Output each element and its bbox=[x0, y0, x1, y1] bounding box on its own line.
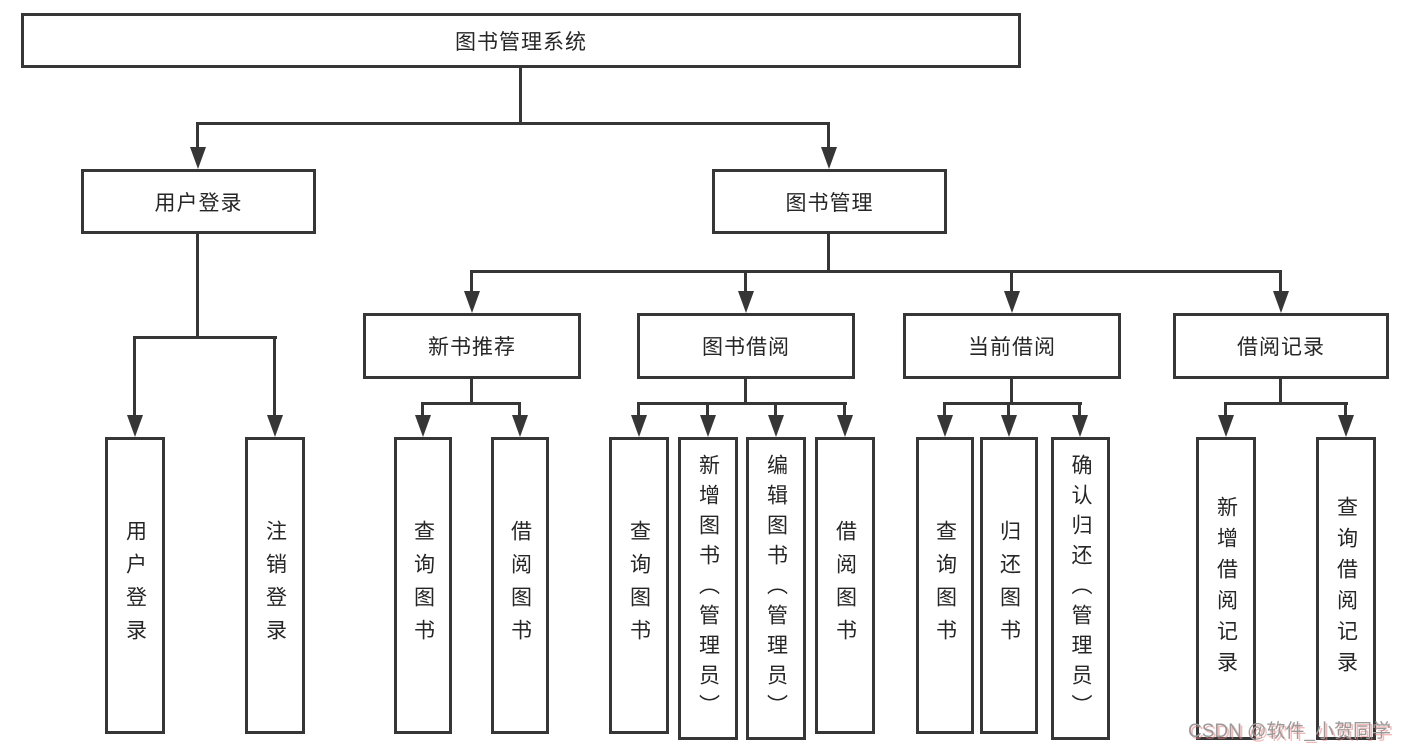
arrow-to-newrec-borrow bbox=[512, 415, 528, 437]
connector-drop-borrow-query bbox=[637, 402, 640, 417]
connector-book-borrow-bar bbox=[637, 402, 847, 405]
leaf-newrec-query-books: 查询图书 bbox=[394, 437, 452, 734]
connector-drop-borrow-borrow bbox=[843, 402, 846, 417]
connector-drop-leaf-logout bbox=[273, 336, 276, 417]
arrow-to-leaf-logout bbox=[267, 415, 283, 437]
leaf-borrow-edit-books-admin-label: 编辑图书（管理员） bbox=[764, 453, 788, 724]
arrow-to-current-return bbox=[1001, 415, 1017, 437]
leaf-records-add-record-label: 新增借阅记录 bbox=[1214, 495, 1238, 682]
node-current-borrow: 当前借阅 bbox=[903, 313, 1121, 379]
connector-drop-book-borrow bbox=[744, 270, 747, 293]
arrow-to-book-management bbox=[821, 147, 837, 169]
leaf-current-return-books: 归还图书 bbox=[980, 437, 1038, 734]
connector-borrow-records-bar bbox=[1224, 402, 1348, 405]
arrow-to-book-borrow bbox=[738, 291, 754, 313]
connector-root-stem bbox=[519, 68, 522, 125]
node-book-borrow-label: 图书借阅 bbox=[702, 336, 790, 359]
node-book-management: 图书管理 bbox=[712, 169, 947, 234]
arrow-to-borrow-records bbox=[1273, 291, 1289, 313]
csdn-watermark: CSDN @软件_小贺同学 bbox=[1188, 721, 1391, 742]
connector-drop-current-query bbox=[943, 402, 946, 417]
leaf-current-query-books: 查询图书 bbox=[916, 437, 974, 734]
leaf-borrow-edit-books-admin: 编辑图书（管理员） bbox=[746, 437, 806, 740]
leaf-records-query-record: 查询借阅记录 bbox=[1316, 437, 1376, 740]
node-book-management-label: 图书管理 bbox=[785, 191, 874, 215]
leaf-newrec-query-books-label: 查询图书 bbox=[411, 519, 435, 652]
arrow-to-records-query bbox=[1338, 415, 1354, 437]
connector-book-management-stem bbox=[827, 234, 830, 272]
leaf-records-query-record-label: 查询借阅记录 bbox=[1334, 495, 1358, 682]
connector-drop-records-query bbox=[1344, 402, 1347, 417]
connector-borrow-records-stem bbox=[1279, 379, 1282, 404]
connector-drop-newrec-borrow bbox=[518, 402, 521, 417]
connector-user-login-bar bbox=[134, 336, 277, 339]
node-user-login-label: 用户登录 bbox=[154, 191, 243, 215]
arrow-to-leaf-user-login bbox=[127, 415, 143, 437]
leaf-borrow-add-books-admin-label: 新增图书（管理员） bbox=[696, 453, 720, 724]
leaf-borrow-add-books-admin: 新增图书（管理员） bbox=[678, 437, 738, 740]
leaf-records-add-record: 新增借阅记录 bbox=[1196, 437, 1256, 740]
leaf-borrow-query-books: 查询图书 bbox=[609, 437, 669, 734]
leaf-current-return-books-label: 归还图书 bbox=[997, 519, 1021, 652]
arrow-to-user-login bbox=[190, 147, 206, 169]
node-book-borrow: 图书借阅 bbox=[637, 313, 855, 379]
leaf-borrow-borrow-books: 借阅图书 bbox=[815, 437, 875, 734]
leaf-logout-label: 注销登录 bbox=[263, 519, 287, 652]
leaf-borrow-query-books-label: 查询图书 bbox=[627, 519, 651, 652]
leaf-user-login: 用户登录 bbox=[105, 437, 165, 734]
arrow-to-current-borrow bbox=[1004, 291, 1020, 313]
connector-drop-current-borrow bbox=[1010, 270, 1013, 293]
connector-root-bar bbox=[196, 122, 830, 125]
node-root: 图书管理系统 bbox=[21, 13, 1021, 68]
leaf-newrec-borrow-books: 借阅图书 bbox=[491, 437, 549, 734]
connector-new-book-stem bbox=[470, 379, 473, 404]
connector-user-login-stem bbox=[196, 234, 199, 338]
connector-drop-borrow-add bbox=[706, 402, 709, 417]
arrow-to-borrow-query bbox=[631, 415, 647, 437]
connector-drop-current-return bbox=[1007, 402, 1010, 417]
connector-drop-borrow-records bbox=[1279, 270, 1282, 293]
node-new-book-recommend: 新书推荐 bbox=[363, 313, 581, 379]
arrow-to-new-book bbox=[464, 291, 480, 313]
leaf-current-confirm-return-admin-label: 确认归还（管理员） bbox=[1069, 453, 1092, 724]
arrow-to-borrow-edit bbox=[768, 415, 784, 437]
connector-drop-borrow-edit bbox=[774, 402, 777, 417]
connector-book-management-bar bbox=[470, 270, 1281, 273]
leaf-user-login-label: 用户登录 bbox=[123, 519, 147, 652]
connector-drop-newrec-query bbox=[421, 402, 424, 417]
connector-drop-current-confirm bbox=[1078, 402, 1081, 417]
arrow-to-borrow-borrow bbox=[837, 415, 853, 437]
node-borrow-records: 借阅记录 bbox=[1173, 313, 1389, 379]
node-borrow-records-label: 借阅记录 bbox=[1237, 336, 1325, 359]
leaf-logout: 注销登录 bbox=[245, 437, 305, 734]
arrow-to-borrow-add bbox=[700, 415, 716, 437]
connector-drop-leaf-user-login bbox=[133, 336, 136, 417]
leaf-borrow-borrow-books-label: 借阅图书 bbox=[833, 519, 857, 652]
connector-book-borrow-stem bbox=[744, 379, 747, 404]
connector-drop-book-management bbox=[827, 122, 830, 149]
connector-new-book-bar bbox=[421, 402, 521, 405]
arrow-to-newrec-query bbox=[415, 415, 431, 437]
node-current-borrow-label: 当前借阅 bbox=[968, 336, 1056, 359]
node-root-label: 图书管理系统 bbox=[455, 30, 587, 54]
leaf-current-confirm-return-admin: 确认归还（管理员） bbox=[1051, 437, 1110, 740]
node-user-login: 用户登录 bbox=[81, 169, 316, 234]
connector-drop-user-login bbox=[196, 122, 199, 149]
arrow-to-current-query bbox=[937, 415, 953, 437]
connector-drop-records-add bbox=[1224, 402, 1227, 417]
leaf-current-query-books-label: 查询图书 bbox=[933, 519, 957, 652]
arrow-to-records-add bbox=[1218, 415, 1234, 437]
arrow-to-current-confirm bbox=[1072, 415, 1088, 437]
connector-drop-new-book bbox=[470, 270, 473, 293]
connector-current-borrow-stem bbox=[1010, 379, 1013, 404]
node-new-book-recommend-label: 新书推荐 bbox=[428, 336, 516, 359]
leaf-newrec-borrow-books-label: 借阅图书 bbox=[508, 519, 532, 652]
connector-current-borrow-bar bbox=[943, 402, 1082, 405]
